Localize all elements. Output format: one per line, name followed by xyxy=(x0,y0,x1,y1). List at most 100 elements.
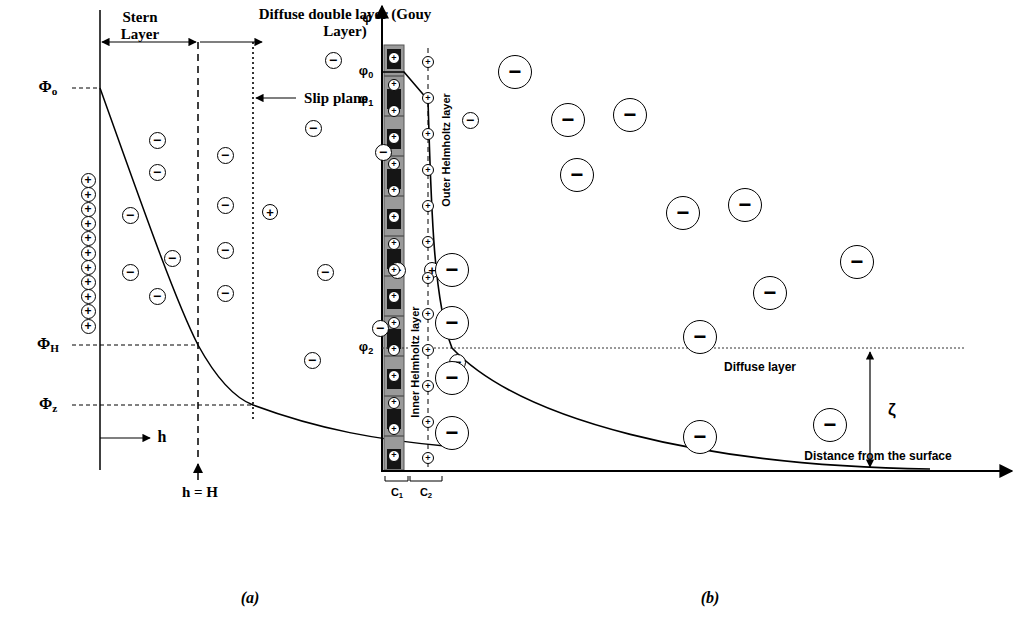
text-label: Slip plane xyxy=(304,90,368,107)
cation-circle: + xyxy=(422,380,434,392)
anion-circle: − xyxy=(217,285,234,302)
anion-circle: − xyxy=(435,361,469,395)
cation-circle: + xyxy=(81,304,96,319)
anion-circle: − xyxy=(217,242,234,259)
cation-circle: + xyxy=(422,56,434,68)
cation-circle: + xyxy=(388,450,400,462)
ion-charge-sign: + xyxy=(391,80,396,89)
anion-circle: − xyxy=(325,52,342,69)
anion-circle: − xyxy=(217,197,234,214)
cation-circle: + xyxy=(388,238,400,250)
ion-charge-sign: − xyxy=(168,251,176,265)
ion-charge-sign: − xyxy=(446,422,459,444)
ion-charge-sign: − xyxy=(694,426,707,448)
text-label: Diffuse double layer (Gouy Layer) xyxy=(255,6,435,39)
text-label: Inner Helmholtz layer xyxy=(409,304,421,419)
ion-charge-sign: + xyxy=(391,133,396,142)
anion-circle: − xyxy=(813,408,847,442)
charged-surface xyxy=(99,10,101,470)
ion-charge-sign: − xyxy=(571,164,584,186)
ion-charge-sign: + xyxy=(84,247,91,259)
text-label: φ xyxy=(362,11,371,25)
ion-charge-sign: − xyxy=(466,113,474,127)
ion-charge-sign: − xyxy=(126,265,134,279)
ion-charge-sign: + xyxy=(84,320,91,332)
ion-charge-sign: − xyxy=(509,61,522,83)
anion-circle: − xyxy=(149,132,166,149)
anion-circle: − xyxy=(462,112,479,129)
cation-circle: + xyxy=(388,211,400,223)
cation-circle: + xyxy=(262,204,278,220)
ion-charge-sign: + xyxy=(391,239,396,248)
ion-charge-sign: + xyxy=(391,425,396,434)
ion-charge-sign: − xyxy=(221,243,229,257)
anion-circle: − xyxy=(122,207,139,224)
text-label: (b) xyxy=(701,589,720,607)
text-label: (a) xyxy=(241,589,260,607)
ion-charge-sign: + xyxy=(84,203,91,215)
cation-circle: + xyxy=(388,185,400,197)
ion-charge-sign: − xyxy=(321,265,329,279)
cation-circle: + xyxy=(422,452,434,464)
ion-charge-sign: + xyxy=(425,454,430,463)
anion-circle: − xyxy=(560,158,594,192)
text-label: Outer Helmholtz layer xyxy=(440,91,452,209)
ion-charge-sign: − xyxy=(153,165,161,179)
potential-guide xyxy=(72,88,100,89)
cation-circle: + xyxy=(81,260,96,275)
ion-charge-sign: + xyxy=(425,130,430,139)
ion-charge-sign: + xyxy=(84,174,91,186)
cation-circle: + xyxy=(81,231,96,246)
text-label: h = H xyxy=(182,484,218,501)
cation-circle: + xyxy=(422,236,434,248)
potential-symbol: C2 xyxy=(420,486,432,500)
anion-circle: − xyxy=(122,264,139,281)
ion-charge-sign: + xyxy=(84,232,91,244)
potential-symbol: Φo xyxy=(39,78,58,97)
anion-circle: − xyxy=(164,250,181,267)
cation-circle: + xyxy=(388,291,400,303)
cation-circle: + xyxy=(388,423,400,435)
ion-charge-sign: + xyxy=(84,218,91,230)
ion-charge-sign: + xyxy=(391,292,396,301)
ion-charge-sign: − xyxy=(329,53,337,67)
ion-charge-sign: − xyxy=(308,353,316,367)
potential-guide xyxy=(72,345,198,346)
anion-circle: − xyxy=(666,196,700,230)
leader-arrow xyxy=(256,97,296,98)
ion-charge-sign: + xyxy=(84,276,91,288)
anion-circle: − xyxy=(149,164,166,181)
cation-circle: + xyxy=(422,164,434,176)
ion-charge-sign: + xyxy=(84,262,91,274)
ion-charge-sign: + xyxy=(391,398,396,407)
cation-circle: + xyxy=(388,397,400,409)
cation-circle: + xyxy=(388,317,400,329)
ion-charge-sign: + xyxy=(84,291,91,303)
text-label: Distance from the surface xyxy=(804,450,951,463)
diffuse-arrow xyxy=(200,41,262,42)
cation-circle: + xyxy=(388,132,400,144)
anion-circle: − xyxy=(435,416,469,450)
anion-circle: − xyxy=(498,55,532,89)
text-label: h xyxy=(158,428,167,446)
anion-circle: − xyxy=(149,288,166,305)
ion-charge-sign: − xyxy=(126,208,134,222)
anion-circle: − xyxy=(683,320,717,354)
text-label: Diffuse layer xyxy=(724,361,796,374)
cation-circle: + xyxy=(81,173,96,188)
zeta-level xyxy=(382,348,965,349)
potential-symbol: ΦH xyxy=(37,335,59,354)
anion-circle: − xyxy=(304,352,321,369)
ion-charge-sign: − xyxy=(694,326,707,348)
cation-circle: + xyxy=(388,344,400,356)
cation-circle: + xyxy=(81,275,96,290)
ion-charge-sign: − xyxy=(309,121,317,135)
ion-charge-sign: + xyxy=(425,346,430,355)
capacitance-bracket xyxy=(385,476,442,481)
ion-charge-sign: + xyxy=(425,202,430,211)
anion-circle: − xyxy=(683,420,717,454)
ion-charge-sign: + xyxy=(425,94,430,103)
cation-circle: + xyxy=(81,319,96,334)
cation-circle: + xyxy=(81,246,96,261)
